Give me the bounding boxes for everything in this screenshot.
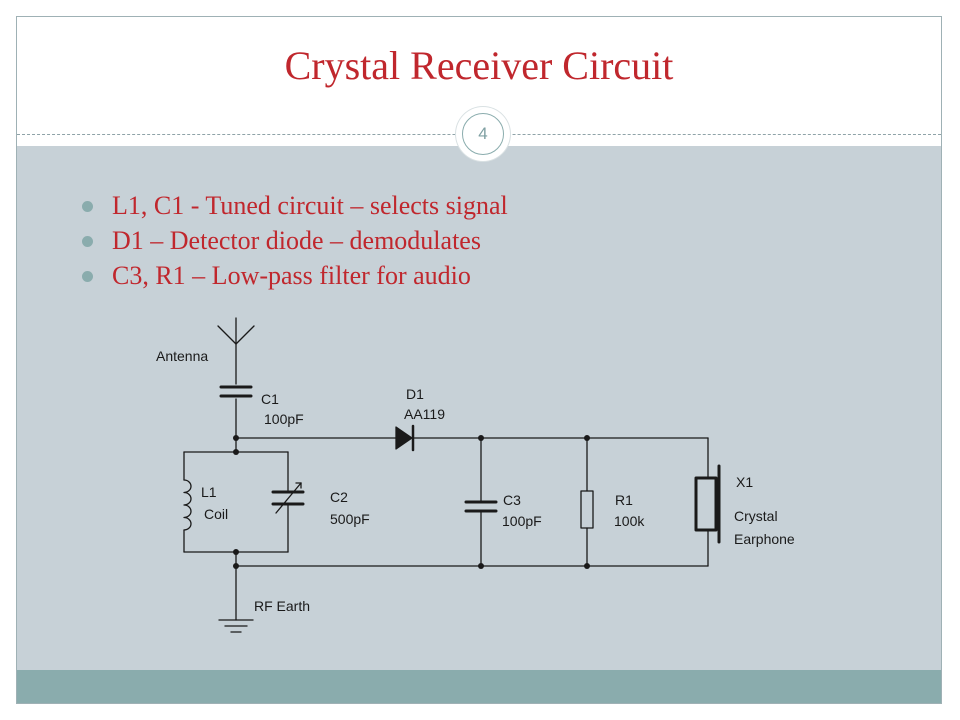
x1-desc-line1: Crystal bbox=[734, 508, 778, 524]
d1-ref-label: D1 bbox=[406, 386, 424, 402]
rf-earth-ground-symbol bbox=[218, 565, 254, 633]
r1-ref-label: R1 bbox=[615, 492, 633, 508]
slide-title: Crystal Receiver Circuit bbox=[284, 43, 674, 88]
page-number-badge: 4 bbox=[456, 107, 510, 161]
c1-value-label: 100pF bbox=[264, 411, 304, 427]
page-number: 4 bbox=[462, 113, 504, 155]
x1-desc-line2: Earphone bbox=[734, 531, 795, 547]
bullet-item: D1 – Detector diode – demodulates bbox=[82, 223, 508, 258]
bullet-dot-icon bbox=[82, 271, 93, 282]
c1-ref-label: C1 bbox=[261, 391, 279, 407]
c1-capacitor bbox=[219, 385, 253, 439]
bullet-dot-icon bbox=[82, 201, 93, 212]
antenna-symbol bbox=[217, 317, 255, 385]
d1-value-label: AA119 bbox=[404, 406, 445, 422]
bullet-list: L1, C1 - Tuned circuit – selects signal … bbox=[82, 188, 508, 293]
l1-ref-label: L1 bbox=[201, 484, 217, 500]
footer-bar bbox=[17, 670, 941, 703]
bullet-item: C3, R1 – Low-pass filter for audio bbox=[82, 258, 508, 293]
c3-capacitor bbox=[464, 437, 498, 567]
antenna-label: Antenna bbox=[156, 348, 208, 364]
r1-resistor bbox=[580, 437, 594, 567]
d1-diode bbox=[395, 424, 415, 452]
x1-earphone bbox=[694, 437, 721, 567]
bullet-text: L1, C1 - Tuned circuit – selects signal bbox=[112, 191, 508, 220]
junction-dots bbox=[233, 435, 590, 569]
c2-value-label: 500pF bbox=[330, 511, 370, 527]
bullet-dot-icon bbox=[82, 236, 93, 247]
r1-value-label: 100k bbox=[614, 513, 645, 529]
bullet-text: D1 – Detector diode – demodulates bbox=[112, 226, 481, 255]
slide-body bbox=[17, 146, 941, 670]
c3-ref-label: C3 bbox=[503, 492, 521, 508]
l1-coil bbox=[183, 479, 192, 531]
c2-variable-capacitor bbox=[271, 482, 305, 514]
c3-value-label: 100pF bbox=[502, 513, 542, 529]
rf-earth-label: RF Earth bbox=[254, 598, 310, 614]
bullet-text: C3, R1 – Low-pass filter for audio bbox=[112, 261, 471, 290]
bullet-item: L1, C1 - Tuned circuit – selects signal bbox=[82, 188, 508, 223]
l1-value-label: Coil bbox=[204, 506, 228, 522]
x1-ref-label: X1 bbox=[736, 474, 753, 490]
tank-circuit-wires bbox=[183, 437, 289, 567]
c2-ref-label: C2 bbox=[330, 489, 348, 505]
